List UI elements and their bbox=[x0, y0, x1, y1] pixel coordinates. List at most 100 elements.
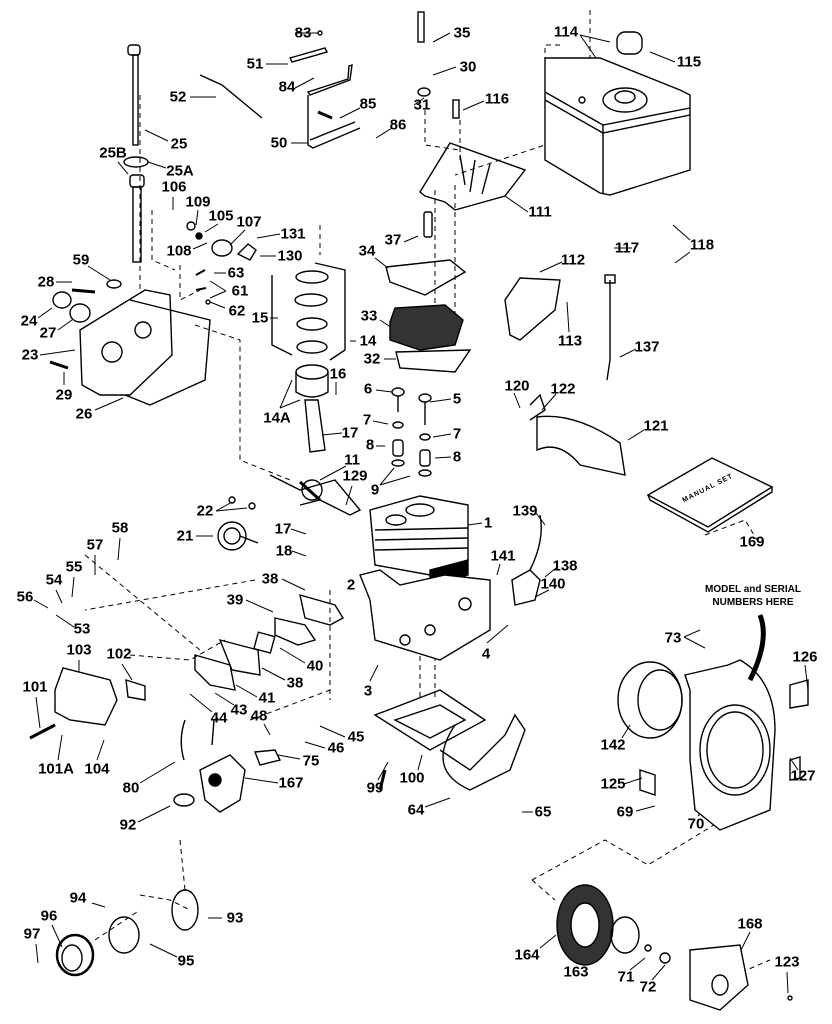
part-callout-17: 17 bbox=[274, 520, 292, 538]
part-callout-1: 1 bbox=[483, 514, 493, 532]
part-callout-117: 117 bbox=[614, 239, 640, 257]
part-callout-8: 8 bbox=[365, 436, 375, 454]
part-callout-125: 125 bbox=[600, 775, 626, 793]
part-callout-29: 29 bbox=[55, 386, 73, 404]
part-callout-115: 115 bbox=[676, 53, 702, 71]
part-callout-108: 108 bbox=[166, 242, 192, 260]
part-callout-122: 122 bbox=[550, 380, 576, 398]
cam-gear bbox=[217, 496, 259, 551]
part-callout-141: 141 bbox=[490, 547, 516, 565]
engine-block bbox=[359, 495, 491, 661]
part-callout-33: 33 bbox=[360, 307, 378, 325]
dipstick bbox=[123, 44, 149, 263]
note-line-1: MODEL and SERIAL bbox=[705, 584, 801, 595]
part-callout-45: 45 bbox=[347, 728, 365, 746]
part-callout-94: 94 bbox=[69, 889, 87, 907]
part-callout-114: 114 bbox=[553, 23, 579, 41]
part-callout-41: 41 bbox=[258, 689, 276, 707]
part-callout-46: 46 bbox=[327, 739, 345, 757]
part-callout-129: 129 bbox=[342, 467, 368, 485]
part-callout-69: 69 bbox=[616, 803, 634, 821]
part-callout-53: 53 bbox=[73, 620, 91, 638]
base-plate bbox=[373, 689, 526, 791]
part-callout-17: 17 bbox=[341, 424, 359, 442]
part-callout-164: 164 bbox=[514, 946, 540, 964]
part-callout-169: 169 bbox=[739, 533, 765, 551]
part-callout-48: 48 bbox=[250, 707, 268, 725]
carburetor bbox=[173, 717, 282, 813]
part-callout-100: 100 bbox=[399, 769, 425, 787]
part-callout-140: 140 bbox=[540, 575, 566, 593]
part-callout-126: 126 bbox=[792, 648, 818, 666]
part-callout-101: 101 bbox=[22, 678, 48, 696]
part-callout-105: 105 bbox=[208, 207, 234, 225]
part-callout-58: 58 bbox=[111, 519, 129, 537]
part-callout-118: 118 bbox=[689, 236, 715, 254]
part-callout-22: 22 bbox=[196, 502, 214, 520]
part-callout-127: 127 bbox=[790, 767, 816, 785]
part-callout-7: 7 bbox=[452, 425, 462, 443]
part-callout-85: 85 bbox=[359, 95, 377, 113]
part-callout-142: 142 bbox=[600, 736, 626, 754]
manifold-gaskets bbox=[194, 594, 344, 691]
part-callout-38: 38 bbox=[261, 570, 279, 588]
part-callout-86: 86 bbox=[389, 116, 407, 134]
breather-assembly bbox=[186, 221, 257, 305]
part-callout-168: 168 bbox=[737, 915, 763, 933]
part-callout-116: 116 bbox=[484, 90, 510, 108]
part-callout-57: 57 bbox=[86, 536, 104, 554]
crankshaft bbox=[269, 399, 362, 516]
part-callout-50: 50 bbox=[270, 134, 288, 152]
part-callout-5: 5 bbox=[452, 390, 462, 408]
part-callout-131: 131 bbox=[280, 225, 306, 243]
part-callout-138: 138 bbox=[552, 557, 578, 575]
part-callout-21: 21 bbox=[176, 527, 194, 545]
part-callout-51: 51 bbox=[246, 55, 264, 73]
part-callout-106: 106 bbox=[161, 178, 187, 196]
air-cleaner bbox=[55, 889, 199, 977]
part-callout-3: 3 bbox=[363, 682, 373, 700]
part-callout-6: 6 bbox=[363, 380, 373, 398]
tank-bracket bbox=[417, 11, 527, 211]
part-callout-8: 8 bbox=[452, 448, 462, 466]
part-callout-32: 32 bbox=[363, 350, 381, 368]
part-callout-4: 4 bbox=[481, 645, 491, 663]
leader-lines bbox=[33, 32, 809, 994]
part-callout-109: 109 bbox=[185, 193, 211, 211]
part-callout-99: 99 bbox=[366, 779, 384, 797]
part-callout-9: 9 bbox=[370, 481, 380, 499]
part-callout-121: 121 bbox=[643, 417, 669, 435]
governor-bracket bbox=[199, 30, 361, 149]
muffler bbox=[29, 667, 146, 740]
part-callout-54: 54 bbox=[45, 571, 63, 589]
part-callout-30: 30 bbox=[459, 58, 477, 76]
part-callout-14: 14 bbox=[359, 332, 377, 350]
part-callout-83: 83 bbox=[294, 24, 312, 42]
part-callout-70: 70 bbox=[687, 815, 705, 833]
recoil-starter bbox=[556, 884, 793, 1011]
part-callout-55: 55 bbox=[65, 558, 83, 576]
piston-rings bbox=[271, 262, 346, 398]
owners-manual bbox=[646, 457, 774, 533]
part-callout-27: 27 bbox=[39, 324, 57, 342]
valves bbox=[391, 387, 432, 477]
fuel-tank bbox=[544, 31, 691, 196]
part-callout-137: 137 bbox=[634, 338, 660, 356]
part-callout-107: 107 bbox=[236, 213, 262, 231]
part-callout-80: 80 bbox=[122, 779, 140, 797]
part-callout-95: 95 bbox=[177, 952, 195, 970]
part-callout-35: 35 bbox=[453, 24, 471, 42]
part-callout-34: 34 bbox=[358, 242, 376, 260]
part-callout-25: 25 bbox=[170, 135, 188, 153]
part-callout-59: 59 bbox=[72, 251, 90, 269]
part-callout-64: 64 bbox=[407, 801, 425, 819]
part-callout-71: 71 bbox=[617, 968, 635, 986]
part-callout-102: 102 bbox=[106, 645, 132, 663]
part-callout-65: 65 bbox=[534, 803, 552, 821]
part-callout-26: 26 bbox=[75, 405, 93, 423]
part-callout-123: 123 bbox=[774, 953, 800, 971]
part-callout-111: 111 bbox=[528, 203, 552, 221]
ignition-module bbox=[511, 274, 616, 606]
part-callout-38: 38 bbox=[286, 674, 304, 692]
part-callout-84: 84 bbox=[278, 78, 296, 96]
